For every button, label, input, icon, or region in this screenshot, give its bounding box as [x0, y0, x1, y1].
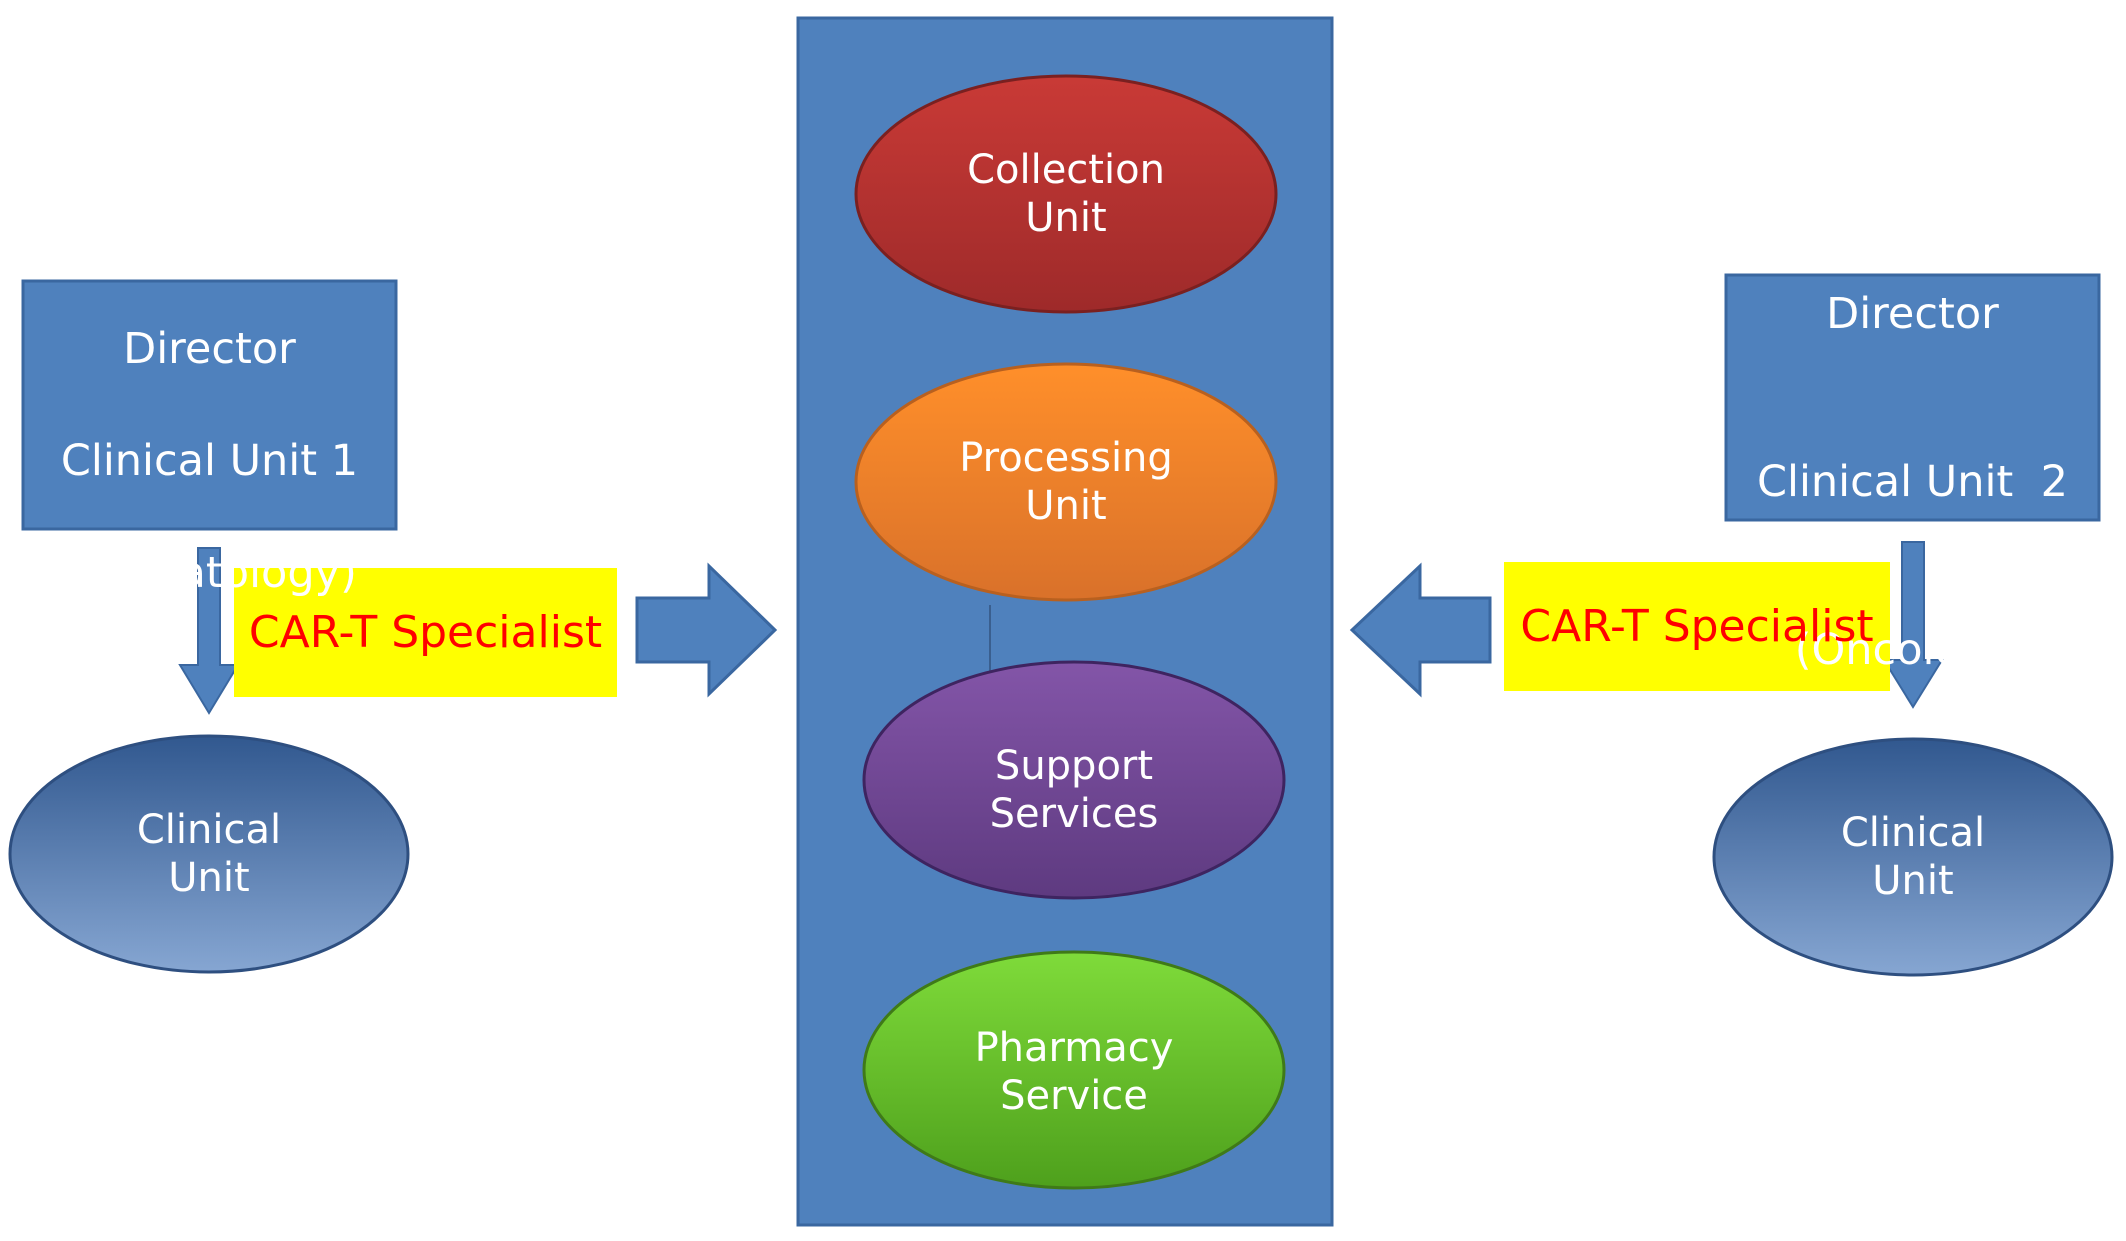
left-director-box	[21, 279, 398, 531]
left-specialist-label: CAR-T Specialist	[248, 607, 603, 658]
right-specialist-label: CAR-T Specialist	[1520, 601, 1874, 652]
right-director-box	[1724, 273, 2101, 522]
processing-unit-ellipse	[854, 362, 1278, 602]
right-down-arrow	[1882, 541, 1944, 709]
pharmacy-service-ellipse	[862, 950, 1286, 1190]
left-clinical-unit-ellipse	[8, 734, 410, 974]
left-specialist-box	[234, 568, 617, 697]
left-right-block-arrow	[635, 562, 778, 698]
right-director-label: CAR-T Unit Director Clinical Unit 2 (Onc…	[1757, 120, 2068, 675]
left-director-label: CAR-T Unit Director Clinical Unit 1 (Hem…	[60, 212, 359, 598]
right-left-block-arrow	[1349, 562, 1492, 698]
left-down-arrow	[178, 547, 240, 715]
support-services-ellipse	[862, 660, 1286, 900]
right-clinical-unit-ellipse	[1712, 737, 2114, 977]
collection-unit-ellipse	[854, 74, 1278, 314]
right-specialist-box	[1504, 562, 1890, 691]
